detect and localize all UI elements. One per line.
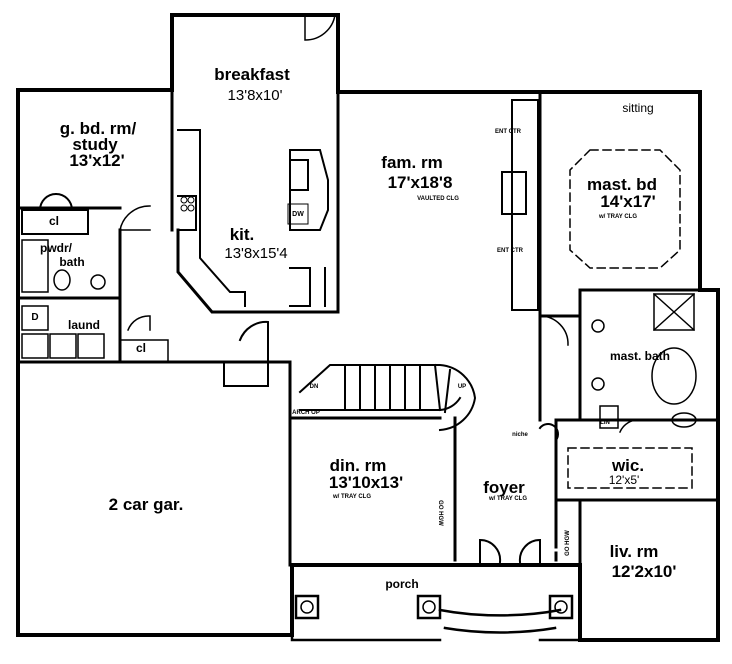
dining-label: din. rm: [329, 456, 387, 475]
laundry-label: laund: [68, 318, 100, 332]
porch-label: porch: [385, 577, 419, 591]
guest-door-icon: [119, 205, 151, 231]
guest-closet: [21, 192, 89, 235]
wic-label: wic.: [611, 456, 645, 475]
front-door-icon: [479, 538, 541, 566]
powder-bath-fixtures: [21, 239, 106, 293]
master-bed-label: mast. bd: [587, 175, 657, 194]
column-left-label: GO HGW: [437, 500, 443, 526]
family-note: VAULTED CLG: [417, 196, 459, 202]
stairs: [298, 363, 477, 432]
ent-ctr-bottom-label: ENT CTR: [497, 248, 523, 254]
master-bath-fixtures: [591, 292, 697, 429]
dining-size: 13'10x13': [328, 473, 404, 492]
garage-entry: [223, 320, 269, 387]
garage-label: 2 car gar.: [108, 495, 184, 514]
kitchen-size: 13'8x15'4: [224, 245, 288, 262]
laundry-fixtures: [21, 305, 169, 363]
sitting-label: sitting: [622, 101, 654, 115]
living-label: liv. rm: [609, 542, 659, 561]
family-size: 17'x18'8: [387, 173, 453, 192]
wic-door-icon: [619, 419, 641, 433]
foyer-note: w/ TRAY CLG: [488, 496, 528, 502]
breakfast-size: 13'8x10': [227, 87, 283, 104]
guest-label-2: study: [72, 135, 118, 154]
fireplace-wall: [501, 99, 539, 311]
master-bed-door-icon: [539, 315, 569, 346]
guest-label: g. bd. rm/: [59, 119, 137, 138]
powder-label: pwdr/: [40, 241, 72, 255]
breakfast-label: breakfast: [214, 65, 290, 84]
living-size: 12'2x10': [611, 562, 677, 581]
kitchen-counters: [177, 129, 329, 307]
column-right-label: GO HGW: [565, 530, 571, 556]
guest-size: 13'x12': [69, 151, 125, 170]
dining-note: w/ TRAY CLG: [332, 494, 372, 500]
foyer-label: foyer: [483, 478, 525, 497]
tray-ceiling-outline: [569, 149, 681, 269]
dryer-label: D: [31, 312, 39, 323]
niche-icon: [538, 423, 559, 442]
linen-label: LIN: [600, 420, 610, 426]
powder-label-2: bath: [59, 255, 85, 269]
stair-up-label: UP: [457, 384, 467, 390]
master-bed-note: w/ TRAY CLG: [598, 214, 638, 220]
dishwasher-label: DW: [292, 211, 304, 218]
ent-ctr-top-label: ENT CTR: [495, 129, 521, 135]
family-label: fam. rm: [381, 153, 443, 172]
stair-dn-label: DN: [309, 384, 319, 390]
porch: [290, 563, 582, 642]
wic-outline: [567, 447, 693, 489]
kitchen-label: kit.: [229, 225, 255, 244]
breakfast-door-icon: [304, 14, 336, 41]
master-bath-label: mast. bath: [609, 349, 671, 363]
niche-label: niche: [512, 432, 528, 438]
wic-size: 12'x5': [608, 473, 640, 487]
master-bed-size: 14'x17': [600, 192, 656, 211]
arch-op-label: ARCH OP: [292, 410, 320, 416]
guest-closet-label: cl: [48, 214, 60, 228]
laundry-closet-label: cl: [135, 341, 147, 355]
